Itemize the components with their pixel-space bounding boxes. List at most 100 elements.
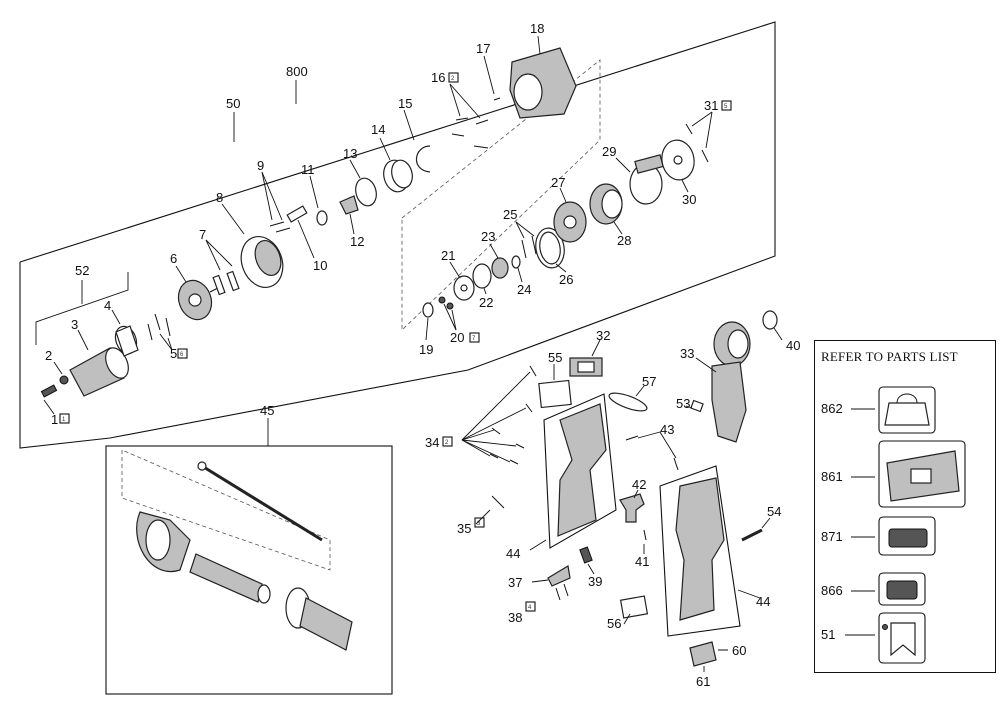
group-label-52: 52 — [75, 263, 89, 278]
svg-text:4: 4 — [528, 605, 532, 611]
part-55-label — [538, 364, 572, 409]
label-part-34: 34 — [425, 435, 439, 450]
refer-panel-items: 862 861 871 866 51 — [821, 386, 966, 664]
part-4-sleeve — [111, 309, 139, 357]
part-13-retaining-ring — [349, 159, 377, 207]
svg-text:2: 2 — [445, 440, 449, 446]
label-part-42: 42 — [632, 477, 646, 492]
label-part-37: 37 — [508, 575, 522, 590]
part-11-o-ring — [309, 175, 328, 226]
part-61-belt-clip — [689, 641, 717, 672]
item-866-battery: 866 — [821, 572, 926, 606]
part-2-washer — [53, 361, 69, 385]
part-26-ring-gear — [535, 227, 567, 273]
label-part-61: 61 — [696, 674, 710, 689]
part-53-led — [685, 399, 704, 413]
part-19-washer — [422, 302, 434, 341]
group-label-800: 800 — [286, 64, 308, 79]
label-part-15: 15 — [398, 96, 412, 111]
part-35-screw — [475, 495, 505, 525]
part-6-gear-plate — [175, 265, 223, 321]
part-14-collar — [379, 137, 413, 193]
label-part-40: 40 — [786, 338, 800, 353]
refer-to-parts-list-panel: REFER TO PARTS LIST 862 861 871 866 — [814, 340, 996, 673]
part-38-screws — [555, 583, 569, 601]
label-part-35: 35 — [457, 521, 471, 536]
part-37-switch — [531, 565, 571, 587]
part-7-clips — [205, 239, 240, 296]
label-part-14: 14 — [371, 122, 385, 137]
part-21-washer — [449, 261, 475, 301]
label-part-22: 22 — [479, 295, 493, 310]
part-5-screws — [147, 313, 173, 351]
part-39-spring — [579, 546, 595, 575]
label-part-4: 4 — [104, 298, 111, 313]
part-33-motor-assembly — [695, 321, 751, 443]
svg-text:7: 7 — [472, 336, 476, 342]
part-32-plate — [569, 339, 603, 377]
part-3-chuck — [69, 329, 129, 397]
part-34-screws — [461, 365, 537, 465]
side-handle-clamp — [136, 511, 191, 573]
label-part-32: 32 — [596, 328, 610, 343]
label-part-29: 29 — [602, 144, 616, 159]
label-part-1: 1 — [51, 412, 58, 427]
label-part-30: 30 — [682, 192, 696, 207]
qty-note-1: 1 — [59, 413, 70, 424]
part-29-motor-mount — [615, 154, 664, 205]
label-part-3: 3 — [71, 317, 78, 332]
part-8-ring-housing — [221, 203, 284, 288]
label-part-39: 39 — [588, 574, 602, 589]
label-part-54: 54 — [767, 504, 781, 519]
part-40-brush-ring — [762, 310, 783, 341]
label-part-18: 18 — [530, 21, 544, 36]
label-part-7: 7 — [199, 227, 206, 242]
label-part-13: 13 — [343, 146, 357, 161]
part-22-bearing — [472, 263, 492, 295]
part-16-screws — [449, 83, 489, 149]
svg-text:5: 5 — [724, 104, 728, 110]
side-handle-rod — [197, 461, 323, 542]
part-18-gearbox-housing — [509, 35, 577, 119]
part-12-bracket — [339, 195, 359, 235]
label-part-17: 17 — [476, 41, 490, 56]
label-part-21: 21 — [441, 248, 455, 263]
label-part-10: 10 — [313, 258, 327, 273]
label-part-23: 23 — [481, 229, 495, 244]
svg-text:6: 6 — [180, 352, 184, 358]
qty-note-34: 2 — [442, 436, 453, 447]
label-part-5: 5 — [170, 346, 177, 361]
label-part-56: 56 — [607, 616, 621, 631]
group-label-50: 50 — [226, 96, 240, 111]
svg-text:51: 51 — [821, 627, 835, 642]
svg-text:3: 3 — [477, 521, 481, 527]
label-part-8: 8 — [216, 190, 223, 205]
part-17-pin — [483, 55, 501, 101]
part-44-right-housing — [659, 465, 761, 637]
accessory-frame-45 — [105, 445, 393, 695]
label-part-19: 19 — [419, 342, 433, 357]
part-42-switch-lever — [619, 489, 645, 523]
item-51-belt-clip: 51 — [821, 612, 926, 664]
label-part-43: 43 — [660, 422, 674, 437]
part-44-left-housing — [529, 393, 617, 551]
qty-note-5: 6 — [177, 348, 188, 359]
part-56-label — [619, 595, 649, 625]
part-25-pins — [515, 221, 537, 259]
item-861-carry-case: 861 — [821, 440, 966, 508]
part-15-c-clip — [403, 109, 431, 173]
part-43-screws — [625, 431, 679, 471]
label-part-26: 26 — [559, 272, 573, 287]
label-part-38: 38 — [508, 610, 522, 625]
label-part-53: 53 — [676, 396, 690, 411]
svg-text:866: 866 — [821, 583, 843, 598]
item-871-charger: 871 — [821, 516, 936, 556]
side-handle-knob — [285, 587, 353, 651]
svg-text:861: 861 — [821, 469, 843, 484]
assembly-frame-800 — [19, 21, 776, 449]
label-part-16: 16 — [431, 70, 445, 85]
label-part-20: 20 — [450, 330, 464, 345]
label-part-24: 24 — [517, 282, 531, 297]
part-31-screws — [685, 111, 713, 163]
part-23-gear — [489, 243, 509, 279]
